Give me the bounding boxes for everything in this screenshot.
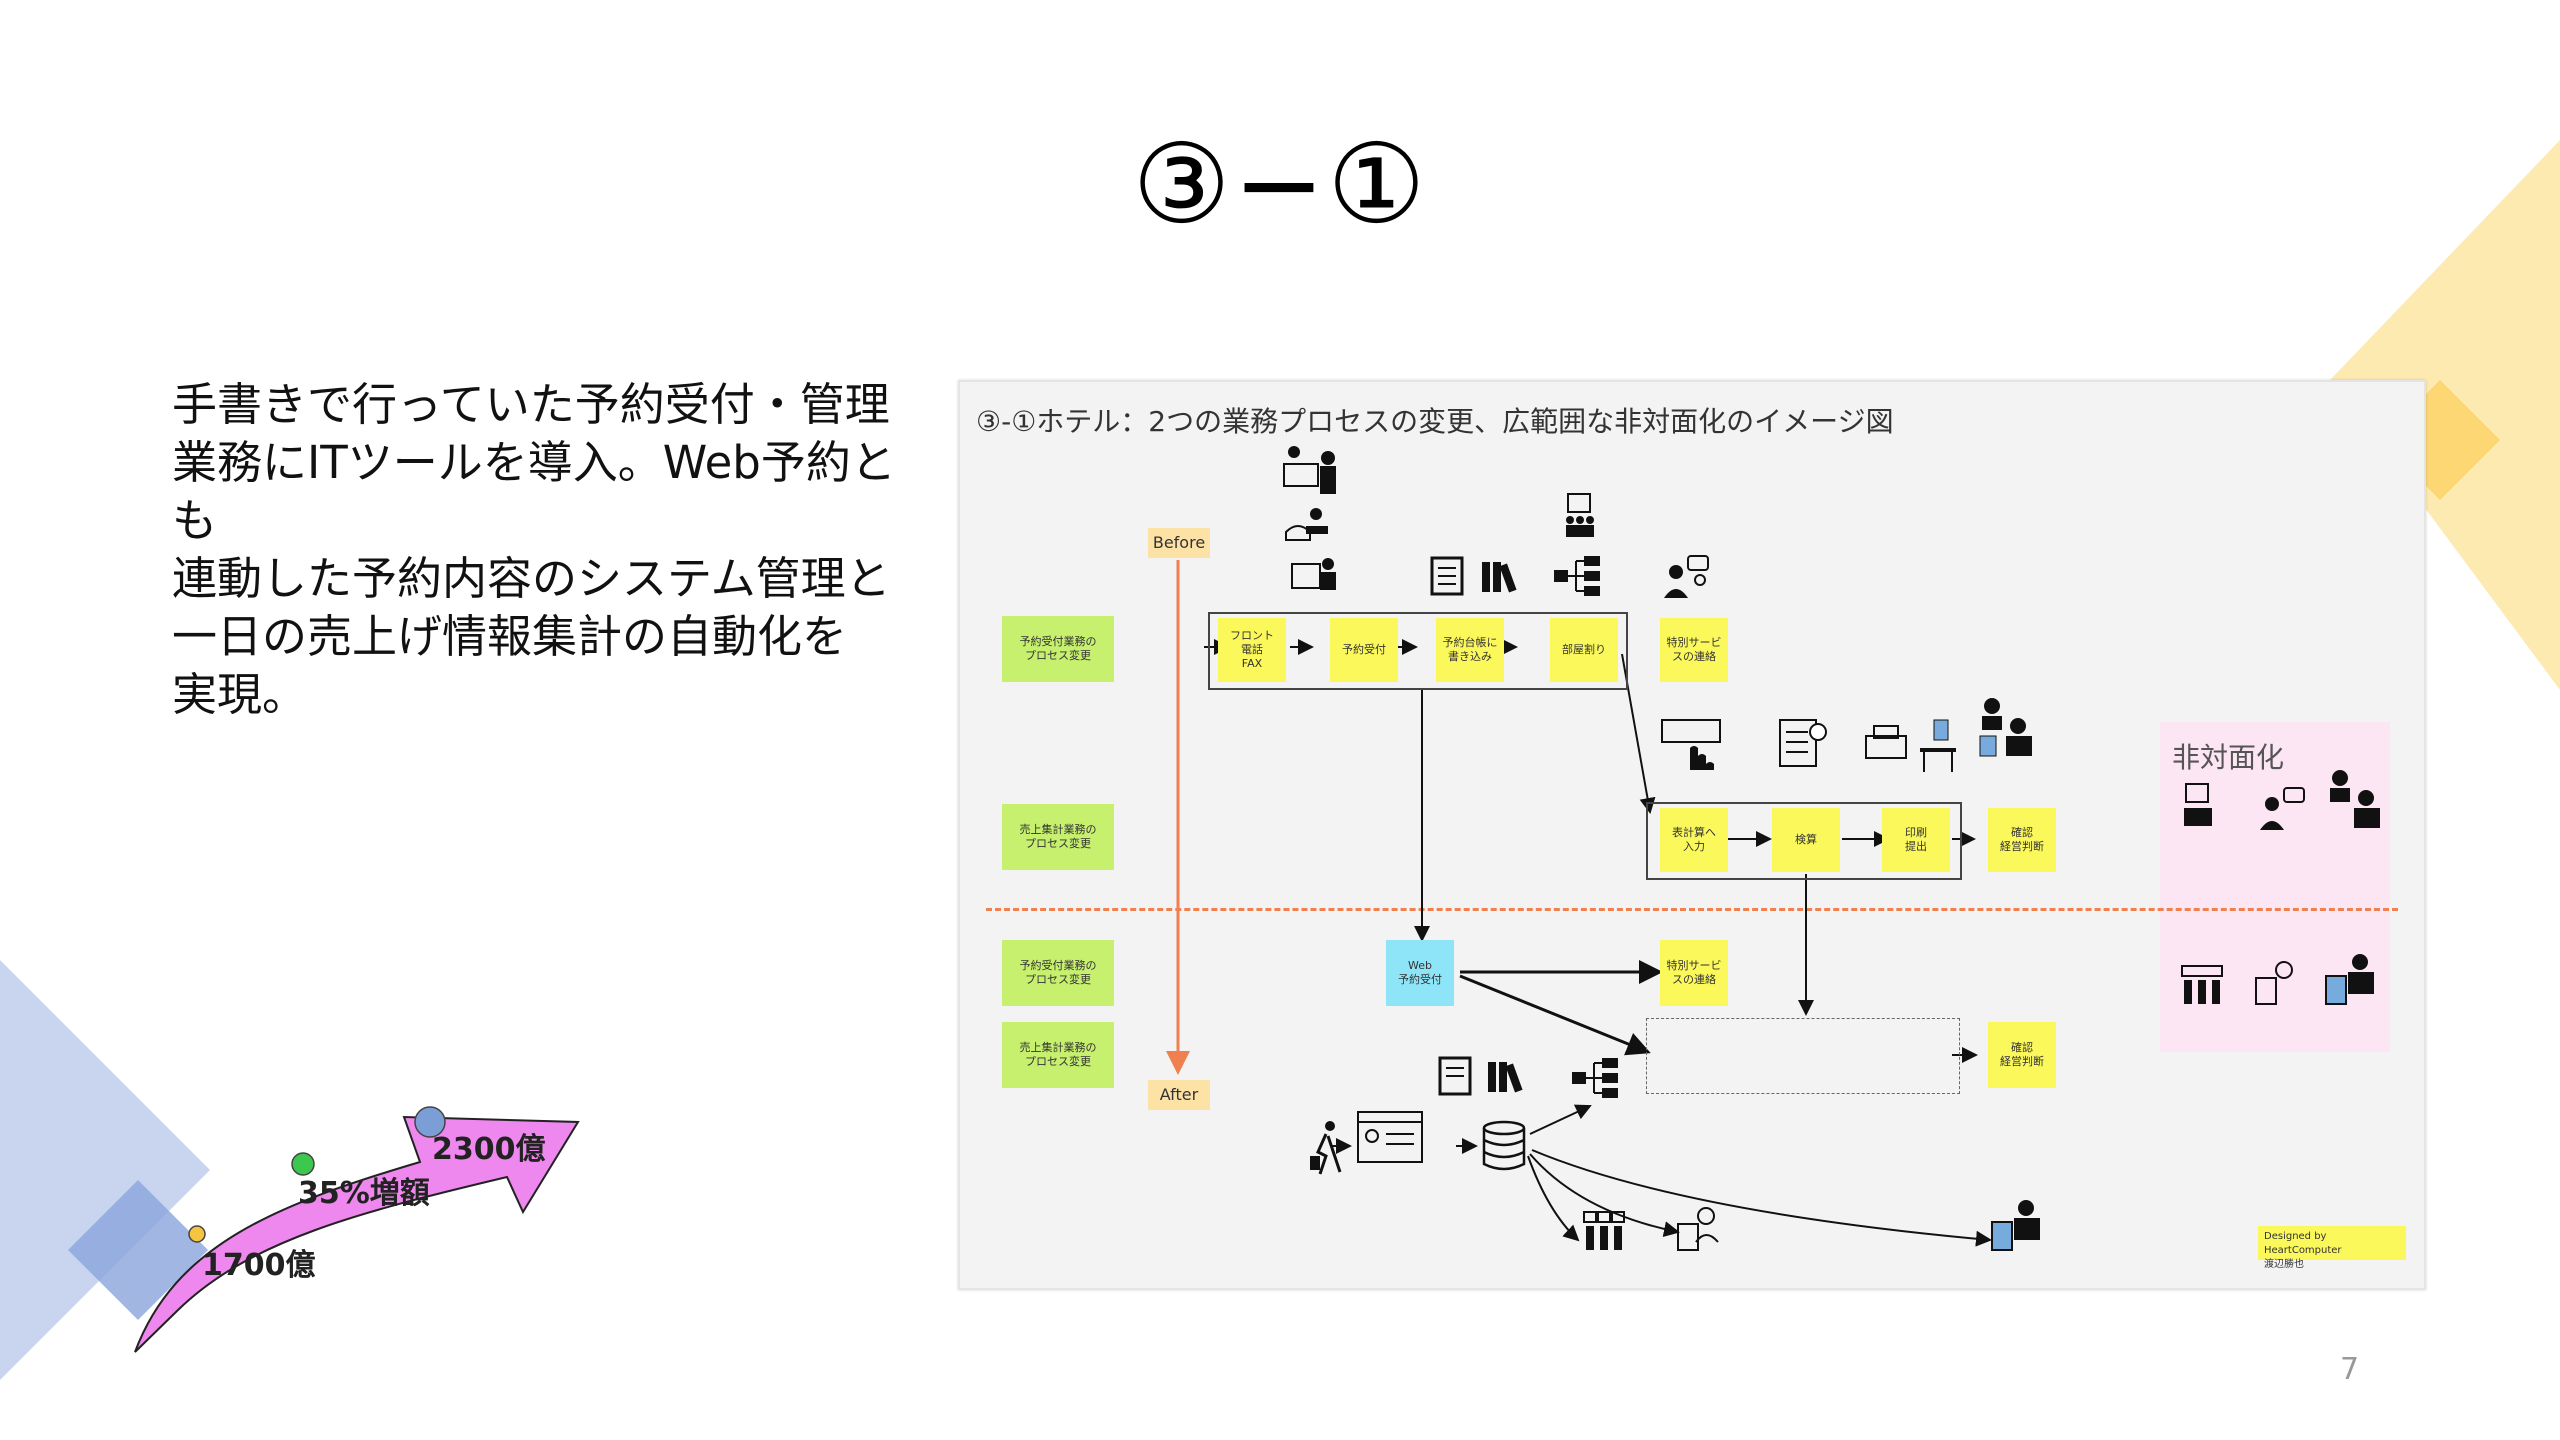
fax-operator-icon xyxy=(1291,558,1336,590)
flow-after-special-service: 特別サービ スの連絡 xyxy=(1660,940,1728,1006)
flow-ledger: 予約台帳に 書き込み xyxy=(1436,618,1504,682)
flow-front-desk: フロント 電話 FAX xyxy=(1218,618,1286,682)
flow-web-reservation: Web 予約受付 xyxy=(1386,940,1454,1006)
row-after-sales: 売上集計業務の プロセス変更 xyxy=(1002,1022,1114,1088)
before-sales-frame xyxy=(1646,802,1962,880)
growth-start-label: 1700億 xyxy=(202,1248,316,1283)
flow-decision: 確認 経営判断 xyxy=(1988,808,2056,872)
business-people-icon xyxy=(2330,770,2380,828)
non-face-to-face-label: 非対面化 xyxy=(2172,741,2285,774)
traveler-icon xyxy=(1310,1121,1342,1175)
org-chart-icon xyxy=(1572,1058,1618,1098)
growth-mid-label: 35%増額 xyxy=(298,1176,430,1211)
body-text: 手書きで行っていた予約受付・管理 業務にITツールを導入。Web予約とも 連動し… xyxy=(172,378,896,721)
flow-reservation: 予約受付 xyxy=(1330,618,1398,682)
document-icon xyxy=(1430,556,1464,596)
before-label: Before xyxy=(1148,528,1210,558)
row-after-reservation: 予約受付業務の プロセス変更 xyxy=(1002,940,1114,1006)
diagram-title: ③-①ホテル：2つの業務プロセスの変更、広範囲な非対面化のイメージ図 xyxy=(976,405,1894,438)
growth-end-label: 2300億 xyxy=(432,1132,546,1167)
checklist-icon xyxy=(1779,719,1827,767)
growth-arrow-graphic: 1700億 35%増額 2300億 xyxy=(0,1040,620,1400)
flow-spreadsheet: 表計算へ 入力 xyxy=(1660,808,1728,872)
org-chart-icon xyxy=(1554,556,1600,596)
flow-connectors xyxy=(1166,560,1992,1247)
before-after-divider xyxy=(986,908,2398,911)
people-group-icon xyxy=(1583,1211,1625,1250)
document-icon xyxy=(1438,1056,1472,1096)
tablet-chef-icon xyxy=(2255,961,2293,1005)
flow-verify: 検算 xyxy=(1772,808,1840,872)
phone-operator-icon xyxy=(1285,508,1328,541)
flow-room-assign: 部屋割り xyxy=(1550,618,1618,682)
tablet-chef-icon xyxy=(1677,1207,1719,1251)
consultant-icon xyxy=(2260,787,2305,830)
after-sales-frame xyxy=(1646,1018,1960,1094)
qr-people-icon xyxy=(2184,783,2212,826)
web-form-icon xyxy=(1357,1111,1423,1163)
people-group-icon xyxy=(2181,965,2223,1004)
keyboard-hand-icon xyxy=(1661,719,1721,770)
flow-print: 印刷 提出 xyxy=(1882,808,1950,872)
reception-staff-icon xyxy=(1283,446,1336,494)
page-number: 7 xyxy=(2340,1352,2360,1387)
row-before-reservation: 予約受付業務の プロセス変更 xyxy=(1002,616,1114,682)
printer-icon xyxy=(1865,719,1956,772)
database-icon xyxy=(1482,1120,1526,1171)
business-people-icon xyxy=(1979,698,2032,757)
after-label: After xyxy=(1148,1080,1210,1110)
binders-icon xyxy=(1488,1062,1523,1093)
tablet-manager-icon xyxy=(2325,954,2374,1005)
tablet-manager-icon xyxy=(1991,1200,2040,1251)
slide-title: ③−① xyxy=(1132,120,1428,248)
flow-after-decision: 確認 経営判断 xyxy=(1988,1022,2056,1088)
growth-arrow-icon xyxy=(134,1106,580,1353)
binders-icon xyxy=(1482,562,1517,593)
consultant-icon xyxy=(1664,555,1709,598)
qr-people-icon xyxy=(1566,493,1594,537)
credit-note: Designed by HeartComputer 渡辺勝也 xyxy=(2258,1226,2406,1270)
process-diagram: ③-①ホテル：2つの業務プロセスの変更、広範囲な非対面化のイメージ図 非対面化 xyxy=(958,380,2426,1290)
flow-special-service: 特別サービ スの連絡 xyxy=(1660,618,1728,682)
row-before-sales: 売上集計業務の プロセス変更 xyxy=(1002,804,1114,870)
before-reservation-frame xyxy=(1208,612,1628,690)
